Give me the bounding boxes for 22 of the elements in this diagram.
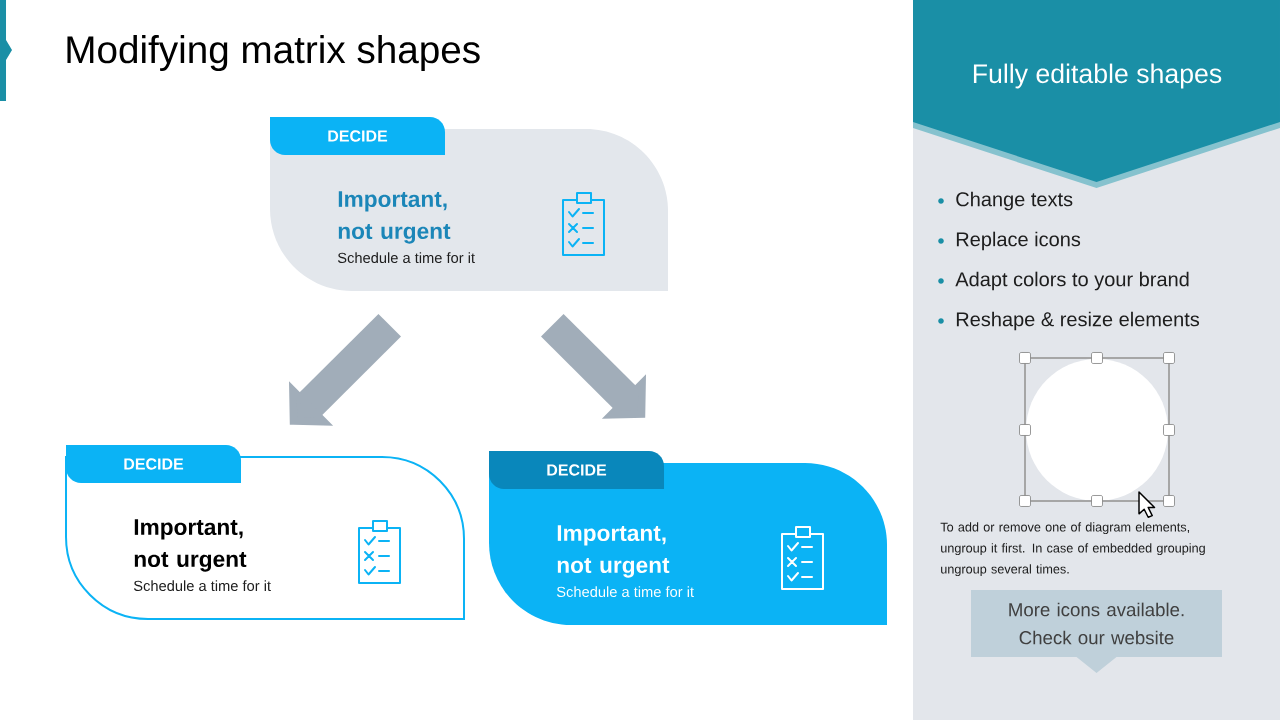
bullet-text: Replace icons [956, 231, 1081, 251]
callout-box: More icons available. Check our website [971, 590, 1222, 673]
slide-title: Modifying matrix shapes [67, 34, 480, 71]
block-arrow [540, 313, 646, 419]
card-text: Schedule a time for it [133, 580, 271, 592]
block-arrow [289, 313, 402, 426]
header-banner: Fully editable shapes [913, 0, 1280, 188]
bullet-text: Change texts [956, 191, 1073, 211]
card-text: Schedule a time for it [556, 586, 694, 598]
label-tab: DECIDE [66, 445, 241, 483]
bullet-text: Adapt colors to your brand [955, 271, 1189, 291]
bullet-text: Reshape & resize elements [956, 311, 1200, 331]
label-tab: DECIDE [489, 451, 664, 489]
label-tab: DECIDE [270, 117, 445, 155]
card [270, 129, 668, 291]
card [489, 463, 887, 625]
card-heading: Important, not urgent [134, 519, 247, 572]
note-text: To add or remove one of diagram elements, ungroup it first. In case of embedded grouping ungroup several times. [940, 522, 1205, 577]
card-heading: Important, not urgent [338, 191, 451, 244]
card-heading: Important, not urgent [557, 525, 670, 578]
card [65, 456, 465, 620]
card-text: Schedule a time for it [337, 252, 475, 264]
